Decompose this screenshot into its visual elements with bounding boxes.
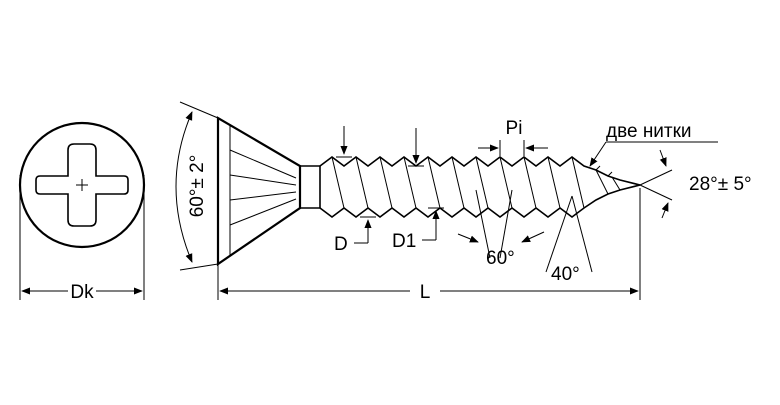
d1-label: D1 bbox=[392, 231, 416, 252]
two-threads-callout: две нитки bbox=[589, 121, 718, 167]
length-dimension: L bbox=[217, 188, 641, 303]
thread-angle-dimension: 60° bbox=[457, 189, 545, 269]
point-angle-label: 40° bbox=[551, 264, 580, 285]
pitch-label: Pi bbox=[506, 118, 523, 139]
pitch-dimension: Pi bbox=[478, 118, 548, 156]
phillips-cross-recess bbox=[35, 143, 129, 227]
tip-angle-dimension: 28°± 5° bbox=[639, 149, 752, 219]
tip-angle-label: 28°± 5° bbox=[689, 174, 752, 195]
screw-thread bbox=[319, 156, 641, 186]
head-top-view: Dk bbox=[18, 121, 146, 303]
thread-flanks bbox=[331, 156, 621, 209]
head-angle-label: 60°± 2° bbox=[187, 155, 208, 218]
screw-side-view bbox=[216, 116, 641, 267]
two-threads-label: две нитки bbox=[606, 121, 692, 142]
dk-label: Dk bbox=[70, 282, 94, 303]
thread-angle-label: 60° bbox=[486, 248, 515, 269]
length-label: L bbox=[420, 282, 431, 303]
screw-shank bbox=[300, 165, 321, 209]
diameter-d-dimension: D bbox=[334, 126, 376, 255]
point-angle-dimension: 40° bbox=[545, 195, 593, 285]
d-label: D bbox=[334, 234, 348, 255]
diameter-d1-dimension: D1 bbox=[392, 128, 444, 252]
screw-thread-bottom bbox=[319, 184, 641, 218]
head-angle-dimension: 60°± 2° bbox=[175, 101, 219, 271]
